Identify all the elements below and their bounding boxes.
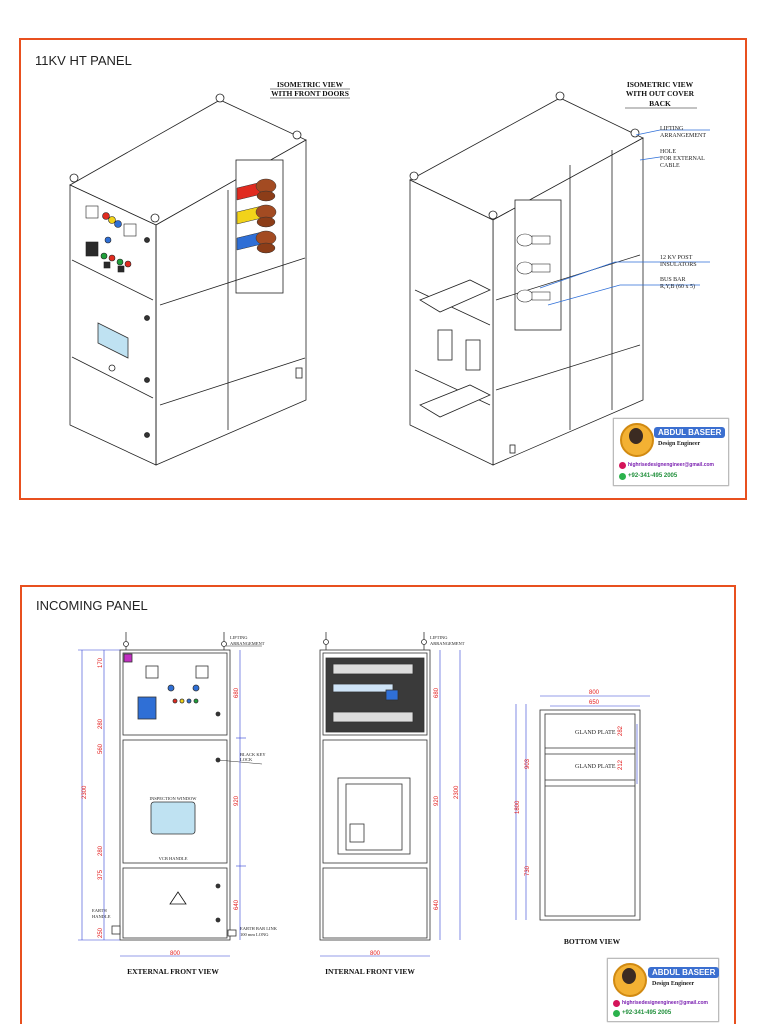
dim-170: 170 — [98, 657, 104, 668]
ht-panel-title: 11KV HT PANEL — [35, 53, 132, 68]
designer-phone: +92-341-495 2005 — [628, 473, 678, 479]
bv-dim-g1: 282 — [618, 725, 624, 736]
earth-bar-link-2: 100 mm LONG — [240, 932, 269, 937]
iso-back-insulators — [516, 233, 551, 303]
dim-total-height: 2300 — [82, 785, 88, 799]
designer-card: ABDUL BASEER Design Engineer highrisedes… — [613, 418, 729, 486]
gland-plate-2: GLAND PLATE — [575, 764, 616, 770]
iso-back-title-1: ISOMETRIC VIEW — [627, 80, 694, 89]
ext-lifting-1: LIFTING — [230, 635, 248, 640]
avatar-face — [629, 428, 643, 444]
ext-lifting-2: ARRANGEMENT — [230, 641, 265, 646]
callout-insulators-1: 12 KV POST — [660, 255, 693, 261]
int-dim-bottom: 640 — [434, 899, 440, 910]
gland-plate-1: GLAND PLATE — [575, 730, 616, 736]
dim-280b: 280 — [98, 845, 104, 856]
designer-role: Design Engineer — [652, 981, 695, 987]
ht-panel-drawing: ISOMETRIC VIEW WITH FRONT DOORS ISOMETRI… — [69, 80, 710, 466]
earth-handle-1: EARTH — [92, 908, 107, 913]
int-dim-top: 680 — [434, 687, 440, 698]
iso-front-title-2: WITH FRONT DOORS — [271, 89, 349, 98]
iso-front-busbars — [236, 178, 277, 254]
earth-handle-2: HANDLE — [92, 914, 111, 919]
callout-hole-2: FOR EXTERNAL — [660, 156, 705, 162]
bv-dim-730: 730 — [525, 865, 531, 876]
designer-role: Design Engineer — [658, 441, 701, 447]
designer-email: highrisedesignengineer@gmail.com — [622, 1000, 709, 1006]
dim-280: 280 — [98, 718, 104, 729]
dim-mid: 920 — [234, 795, 240, 806]
dim-bottom: 640 — [234, 899, 240, 910]
iso-cabinet-front — [69, 93, 307, 466]
incoming-panel-title: INCOMING PANEL — [36, 598, 148, 613]
external-front-view — [111, 632, 237, 941]
internal-front-view — [319, 632, 431, 941]
inspection-window-label: INSPECTION WINDOW — [149, 796, 197, 801]
black-key-lock-1: BLACK KEY — [240, 752, 266, 757]
incoming-panel-drawing: INSPECTION WINDOW VCB HANDLE LIFTING ARR… — [78, 632, 650, 976]
callout-busbar-1: BUS BAR — [660, 277, 686, 283]
dim-top: 680 — [234, 687, 240, 698]
ht-panel-frame — [19, 38, 747, 500]
int-lifting-2: ARRANGEMENT — [430, 641, 465, 646]
internal-front-view-label: INTERNAL FRONT VIEW — [325, 967, 415, 976]
email-icon — [613, 1000, 620, 1007]
int-lifting-1: LIFTING — [430, 635, 448, 640]
bv-dim-903: 903 — [525, 758, 531, 769]
int-dim-mid: 920 — [434, 795, 440, 806]
bottom-view-dims — [515, 695, 650, 920]
phone-icon — [613, 1010, 620, 1017]
iso-front-instruments — [85, 205, 137, 273]
external-dims — [78, 649, 246, 957]
bv-dim-outer: 800 — [589, 690, 600, 696]
designer-name: ABDUL BASEER — [654, 427, 726, 438]
dim-250: 250 — [98, 927, 104, 938]
bottom-view — [539, 709, 641, 921]
iso-back-title-3: BACK — [649, 99, 671, 108]
black-key-lock-2: LOCK — [240, 757, 253, 762]
bv-dim-depth: 1800 — [515, 800, 521, 814]
bottom-view-label: BOTTOM VIEW — [564, 937, 621, 946]
phone-icon — [619, 473, 626, 480]
dim-width: 800 — [170, 951, 181, 957]
avatar-face — [622, 968, 636, 984]
callout-busbar-2: R,Y,B (60 x 5) — [660, 283, 695, 290]
external-front-view-label: EXTERNAL FRONT VIEW — [127, 967, 219, 976]
internal-dims — [320, 650, 461, 957]
iso-back-title-2: WITH OUT COVER — [626, 89, 695, 98]
int-dim-total: 2300 — [454, 785, 460, 799]
callout-insulators-2: INSULATORS — [660, 262, 697, 268]
callout-hole-1: HOLE — [660, 149, 676, 155]
designer-card-2: ABDUL BASEER Design Engineer highrisedes… — [607, 958, 720, 1022]
designer-email: highrisedesignengineer@gmail.com — [628, 462, 715, 468]
callout-lifting-2: ARRANGEMENT — [660, 133, 706, 139]
int-dim-width: 800 — [370, 951, 381, 957]
vcb-handle-label: VCB HANDLE — [159, 856, 188, 861]
dim-375: 375 — [98, 869, 104, 880]
email-icon — [619, 462, 626, 469]
incoming-panel-frame — [20, 585, 736, 1024]
dim-560: 560 — [98, 743, 104, 754]
bv-dim-inner: 650 — [589, 700, 600, 706]
iso-front-title-1: ISOMETRIC VIEW — [277, 80, 344, 89]
callout-hole-3: CABLE — [660, 163, 680, 169]
iso-callouts — [539, 129, 710, 306]
earth-bar-link-1: EARTH BAR LINK — [240, 926, 278, 931]
bv-dim-g2: 212 — [618, 759, 624, 770]
designer-phone: +92-341-495 2005 — [622, 1010, 672, 1016]
callout-lifting-1: LIFTING — [660, 126, 684, 132]
designer-name: ABDUL BASEER — [648, 967, 720, 978]
iso-cabinet-back — [409, 91, 644, 466]
